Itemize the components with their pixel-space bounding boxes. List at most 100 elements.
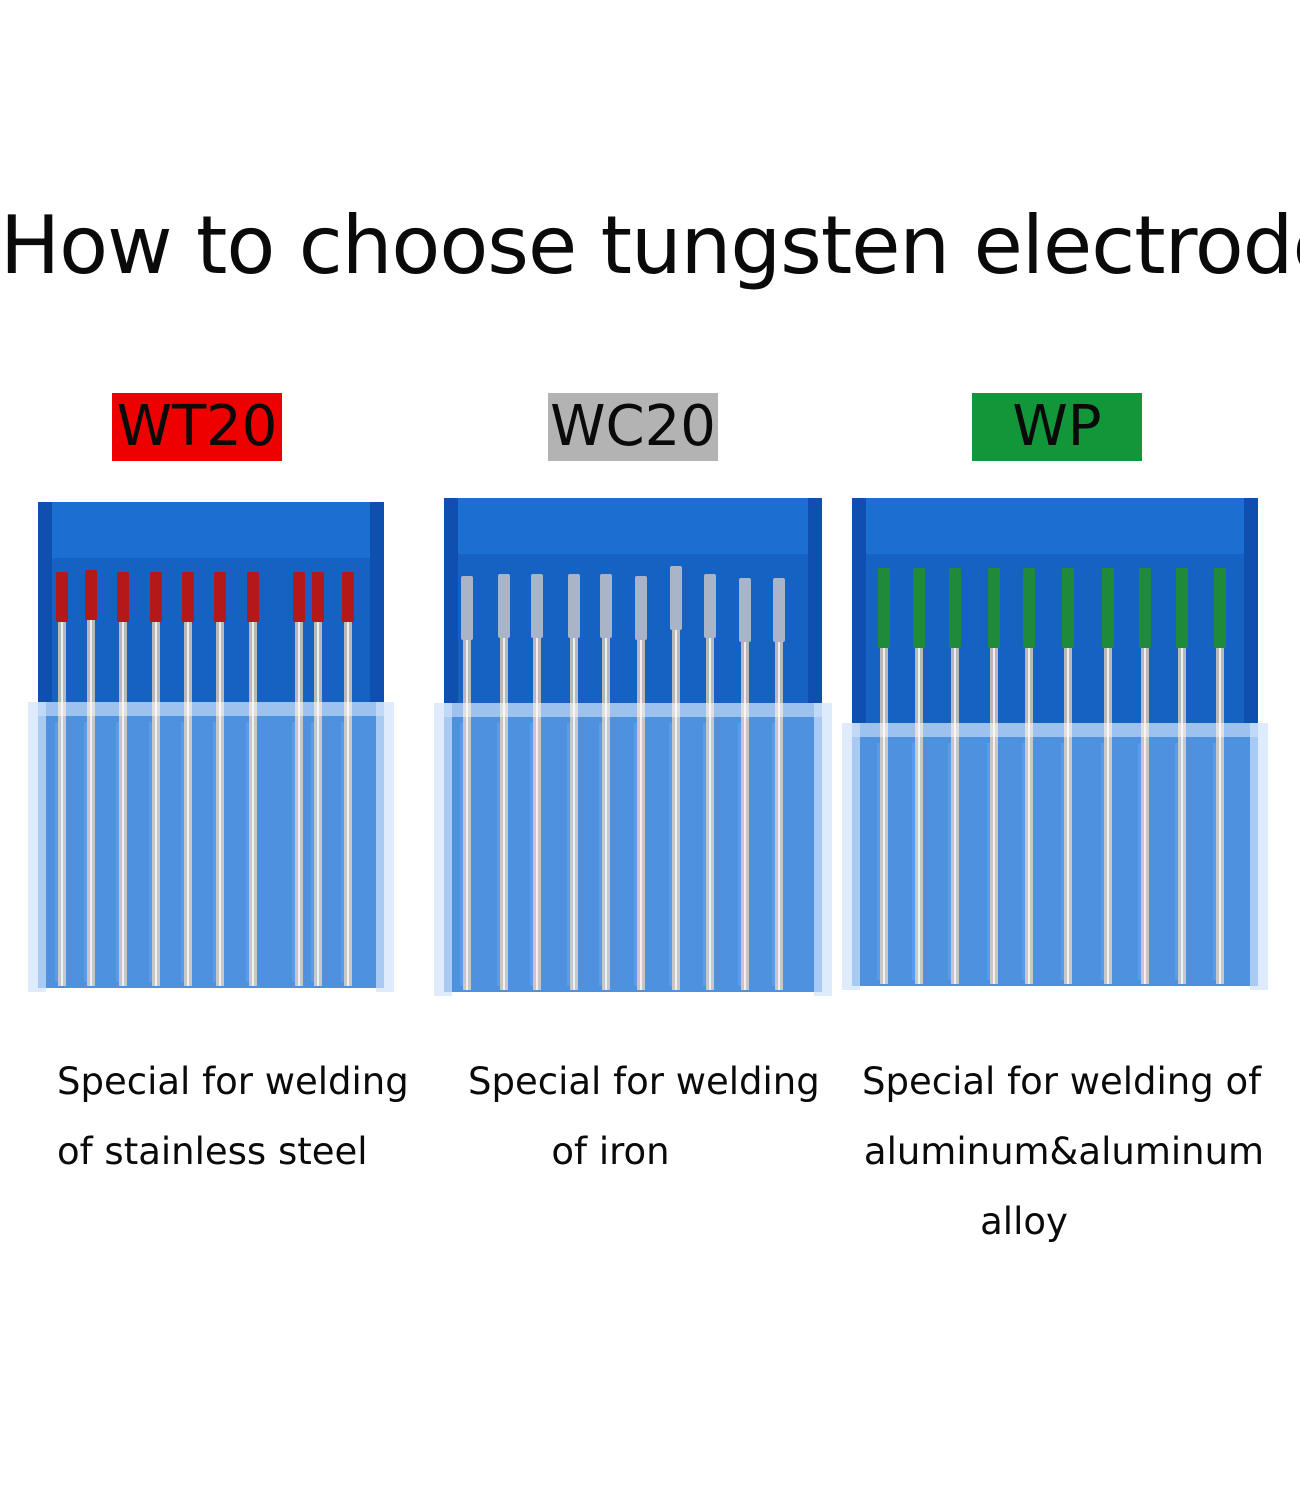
electrode-tip: [498, 574, 510, 638]
box-pocket: [458, 554, 808, 703]
box-channel-groove: [116, 722, 119, 982]
electrode-rod-highlight: [61, 622, 63, 986]
electrode-rod-highlight: [187, 622, 189, 986]
electrode-tip: [878, 568, 890, 648]
electrode-rod-highlight: [317, 622, 319, 986]
box-channel-groove: [1022, 743, 1025, 980]
electrode-rod-highlight: [640, 640, 642, 990]
electrode-tip: [85, 570, 97, 620]
electrode-tip: [635, 576, 647, 640]
electrode-rod-highlight: [573, 638, 575, 990]
electrode-rod-highlight: [744, 642, 746, 990]
box-channel-groove: [530, 723, 533, 986]
electrode-rod-highlight: [1028, 648, 1030, 984]
electrode-tip: [670, 566, 682, 630]
electrode-rod-highlight: [954, 648, 956, 984]
box-sleeve: [28, 702, 394, 992]
box-channel-groove: [311, 722, 314, 982]
box-channel-groove: [1175, 743, 1178, 980]
description-line: aluminum&aluminum: [863, 1130, 1265, 1173]
electrode-tip: [773, 578, 785, 642]
box-channel-groove: [877, 743, 880, 980]
box-channel-groove: [703, 723, 706, 986]
box-lid-right-wall: [808, 498, 822, 703]
box-channel-groove: [460, 723, 463, 986]
description-line: of stainless steel: [57, 1130, 368, 1173]
box-lid-right-wall: [370, 502, 384, 702]
electrode-tip: [1023, 568, 1035, 648]
box-channel-groove: [1061, 743, 1064, 980]
electrode-tip: [600, 574, 612, 638]
electrode-tip: [1176, 568, 1188, 648]
box-sleeve-right-edge: [1250, 723, 1268, 990]
electrode-tip: [913, 568, 925, 648]
box-sleeve-right-edge: [376, 702, 394, 992]
electrode-rod-highlight: [466, 640, 468, 990]
electrode-rod-highlight: [1067, 648, 1069, 984]
box-channel-groove: [149, 722, 152, 982]
electrode-rod-highlight: [252, 622, 254, 986]
description-wc20: Special for welding of iron: [468, 1047, 820, 1187]
electrode-rod-highlight: [503, 638, 505, 990]
page-title: How to choose tungsten electrode: [0, 199, 1300, 292]
electrode-tip: [342, 572, 354, 622]
box-channel-groove: [292, 722, 295, 982]
electrode-tip: [531, 574, 543, 638]
box-lid-left-wall: [38, 502, 52, 702]
box-lid-top: [38, 502, 384, 562]
electrode-tip: [56, 572, 68, 622]
electrode-tip: [461, 576, 473, 640]
electrode-rod-highlight: [90, 620, 92, 986]
description-wt20: Special for welding of stainless steel: [57, 1047, 409, 1187]
description-line: Special for welding: [57, 1060, 409, 1103]
electrode-rod-highlight: [219, 622, 221, 986]
box-channel-groove: [669, 723, 672, 986]
box-channel-groove: [341, 722, 344, 982]
box-sleeve: [434, 703, 832, 996]
box-sleeve: [842, 723, 1268, 990]
electrode-tip: [214, 572, 226, 622]
box-sleeve-left-edge: [434, 703, 452, 996]
electrode-tip: [247, 572, 259, 622]
box-channel-groove: [599, 723, 602, 986]
electrode-rod-highlight: [883, 648, 885, 984]
box-channel-groove: [738, 723, 741, 986]
box-lid-top: [852, 498, 1258, 558]
electrode-box-wc20-image: [434, 498, 832, 996]
electrode-rod-highlight: [298, 622, 300, 986]
electrode-tip: [293, 572, 305, 622]
electrode-tip: [704, 574, 716, 638]
box-sleeve-top-edge: [842, 723, 1268, 737]
description-line: of iron: [551, 1130, 670, 1173]
box-sleeve-left-edge: [28, 702, 46, 992]
electrode-rod-highlight: [993, 648, 995, 984]
box-channel-groove: [55, 722, 58, 982]
badge-wc20: WC20: [548, 393, 718, 461]
electrode-rod-highlight: [709, 638, 711, 990]
electrode-rod-highlight: [1144, 648, 1146, 984]
box-sleeve-top-edge: [28, 702, 394, 716]
box-channel-groove: [1138, 743, 1141, 980]
box-channel-groove: [84, 722, 87, 982]
electrode-rod-highlight: [1107, 648, 1109, 984]
box-channel-groove: [181, 722, 184, 982]
electrode-rod-highlight: [122, 622, 124, 986]
electrode-tip: [150, 572, 162, 622]
electrode-rod-highlight: [778, 642, 780, 990]
box-channel-groove: [912, 743, 915, 980]
box-lid-left-wall: [444, 498, 458, 703]
electrode-tip: [312, 572, 324, 622]
electrode-tip: [949, 568, 961, 648]
electrode-box-wp-image: [842, 498, 1268, 990]
electrode-rod-highlight: [1219, 648, 1221, 984]
box-channel-groove: [213, 722, 216, 982]
electrode-tip: [1139, 568, 1151, 648]
box-channel-groove: [497, 723, 500, 986]
badge-wp: WP: [972, 393, 1142, 461]
box-channel-groove: [1213, 743, 1216, 980]
box-channel-groove: [567, 723, 570, 986]
description-line: alloy: [980, 1200, 1068, 1243]
electrode-tip: [568, 574, 580, 638]
electrode-rod-highlight: [155, 622, 157, 986]
electrode-tip: [988, 568, 1000, 648]
